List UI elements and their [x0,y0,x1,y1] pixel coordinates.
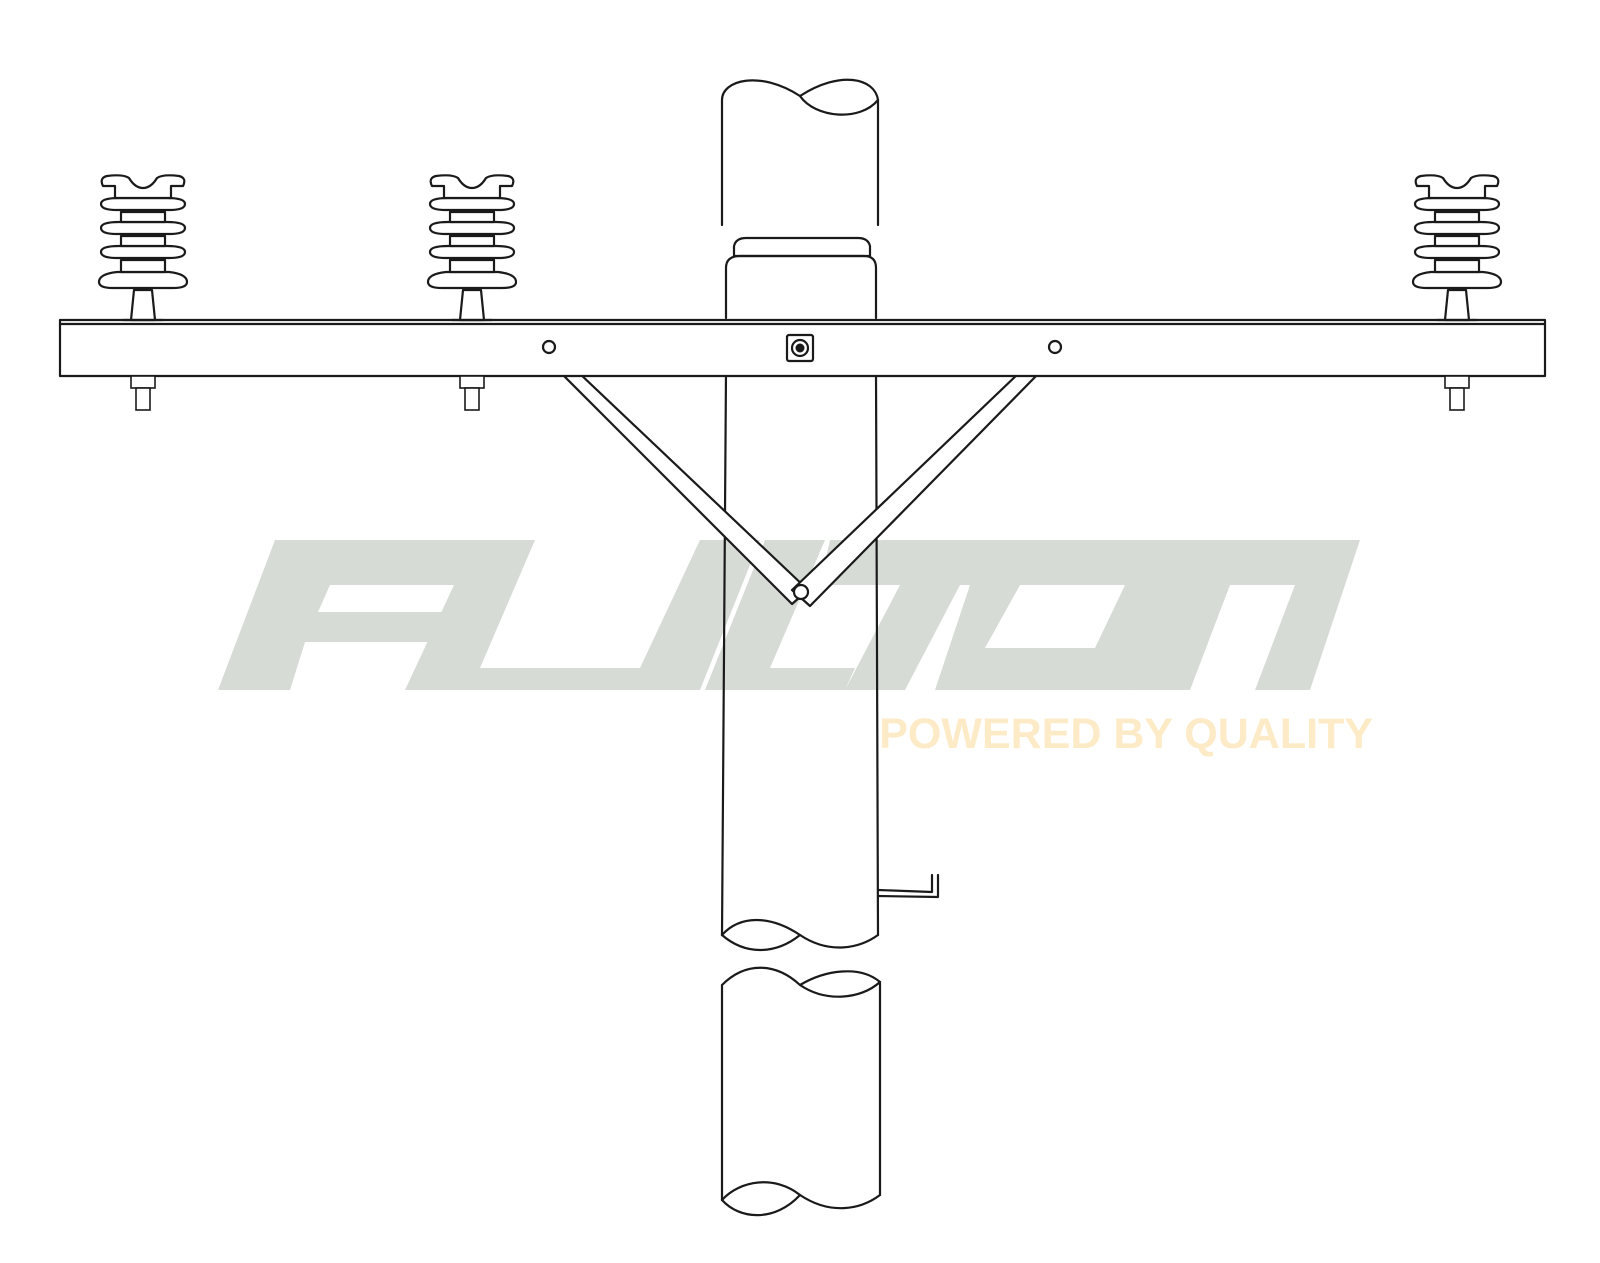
pole-bottom-segment-top-curve [798,980,882,998]
pole-top-break-inner [798,94,880,116]
left-brace [558,370,810,606]
watermark-tagline: POWERED BY QUALITY [879,710,1373,758]
pole-body-main [720,370,880,937]
pole-lower-break-1 [720,918,880,949]
crossarm-hole-right [1047,339,1063,355]
pole-body-upper [724,254,878,320]
crossarm-hole-left [541,339,557,355]
pole-step-bracket [876,873,940,899]
watermark-logo: POWERED BY QUALITY [218,540,1373,758]
crossarm [58,318,1547,378]
pole-bottom-break-lower [720,1193,802,1217]
pole-top-break [720,78,880,227]
watermark-brand-letters [218,540,1360,690]
brace-pivot-bolt [792,583,810,601]
pole-sleeve-band [732,236,872,258]
pole-lower-break-2 [720,933,802,952]
center-bolt-core [795,343,805,353]
pole [720,78,940,1217]
pole-bottom-segment [720,966,882,1202]
